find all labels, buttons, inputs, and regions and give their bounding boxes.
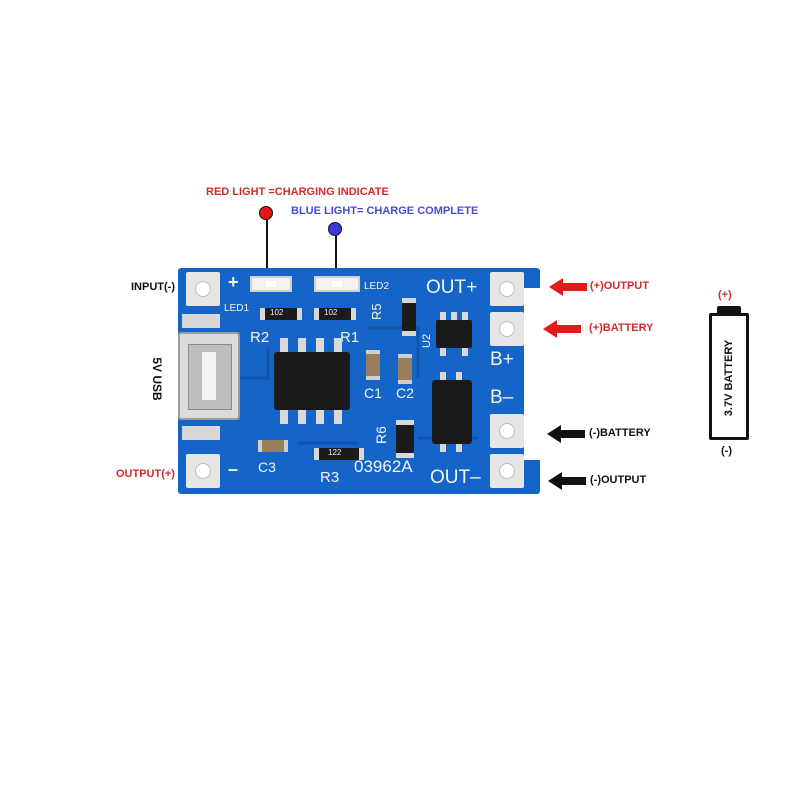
out-minus-pad	[490, 454, 524, 488]
model-silk: 03962A	[354, 457, 413, 476]
c1-silk: C1	[364, 385, 382, 401]
ic-pin	[280, 338, 288, 352]
ic-pin	[298, 338, 306, 352]
charger-ic-sop8	[274, 352, 350, 410]
resistor-r3: 122	[314, 448, 364, 460]
battery-label: 3.7V BATTERY	[723, 339, 735, 417]
blue-indicator-dot	[328, 222, 342, 236]
output-plus-label: OUTPUT(+)	[116, 468, 175, 480]
plus-battery-arrow	[543, 320, 581, 338]
r3-silk: R3	[320, 469, 340, 486]
minus-silk: –	[228, 459, 239, 479]
out-plus-silk: OUT+	[426, 277, 478, 298]
u2-pin	[462, 312, 468, 320]
u2-pin	[462, 348, 468, 356]
b-minus-silk: B–	[490, 387, 514, 408]
battery-terminal	[717, 306, 741, 314]
resistor-r3-code: 122	[328, 448, 342, 457]
red-light-leader-line	[266, 213, 268, 273]
b-plus-pad	[490, 312, 524, 346]
charger-module-pcb: + – LED1 LED2 R2 R1 R5 R6 R3 C1 C2 C3 U2…	[178, 268, 540, 494]
output-plus-pad	[186, 454, 220, 488]
ic-pin	[316, 410, 324, 424]
r5-silk: R5	[369, 303, 384, 320]
led1-silk: LED1	[224, 303, 250, 314]
minus-output-arrow	[548, 472, 586, 490]
mosfet-pin	[456, 444, 462, 452]
u2-silk: U2	[421, 333, 433, 348]
c3-silk: C3	[258, 459, 276, 475]
resistor-r1-code: 102	[324, 308, 338, 317]
ic-pin	[334, 410, 342, 424]
mosfet-ic	[432, 380, 472, 444]
minus-battery-arrow	[547, 425, 585, 443]
capacitor-c3	[258, 440, 288, 452]
c2-silk: C2	[396, 385, 414, 401]
plus-output-arrow	[549, 278, 587, 296]
input-minus-pad	[186, 272, 220, 306]
protection-ic-u2	[436, 320, 472, 348]
battery-plus-label: (+)	[718, 289, 732, 301]
ic-pin	[298, 410, 306, 424]
blue-led	[314, 276, 360, 292]
plus-silk: +	[228, 272, 239, 292]
r2-silk: R2	[250, 329, 270, 346]
resistor-r6	[396, 420, 414, 458]
blue-light-annotation: BLUE LIGHT= CHARGE COMPLETE	[291, 205, 479, 217]
micro-usb-port	[178, 332, 240, 420]
u2-pin	[451, 312, 457, 320]
red-indicator-dot	[259, 206, 273, 220]
plus-output-label: (+)OUTPUT	[590, 280, 649, 292]
r6-silk: R6	[373, 426, 389, 444]
b-minus-pad	[490, 414, 524, 448]
usb-label: 5V USB	[150, 357, 164, 401]
battery-minus-label: (-)	[721, 445, 732, 457]
blue-light-leader-line	[335, 230, 337, 273]
ic-pin	[316, 338, 324, 352]
red-led	[250, 276, 292, 292]
led2-silk: LED2	[364, 281, 390, 292]
resistor-r5	[402, 298, 416, 336]
minus-output-label: (-)OUTPUT	[590, 474, 647, 486]
resistor-r2-code: 102	[270, 308, 284, 317]
ic-pin	[334, 338, 342, 352]
mosfet-pin	[456, 372, 462, 380]
ic-pin	[280, 410, 288, 424]
resistor-r1: 102	[314, 308, 356, 320]
usb-mount-tab-top	[182, 314, 220, 328]
u2-pin	[440, 312, 446, 320]
capacitor-c2	[398, 354, 412, 384]
input-minus-label: INPUT(-)	[131, 281, 175, 293]
out-minus-silk: OUT–	[430, 467, 481, 488]
out-plus-pad	[490, 272, 524, 306]
b-plus-silk: B+	[490, 349, 514, 370]
mosfet-pin	[440, 372, 446, 380]
red-light-annotation: RED LIGHT =CHARGING INDICATE	[206, 186, 389, 198]
battery-icon	[709, 313, 749, 440]
u2-pin	[440, 348, 446, 356]
plus-battery-label: (+)BATTERY	[589, 322, 654, 334]
capacitor-c1	[366, 350, 380, 380]
usb-mount-tab-bottom	[182, 426, 220, 440]
r1-silk: R1	[340, 329, 360, 346]
minus-battery-label: (-)BATTERY	[589, 427, 651, 439]
resistor-r2: 102	[260, 308, 302, 320]
mosfet-pin	[440, 444, 446, 452]
